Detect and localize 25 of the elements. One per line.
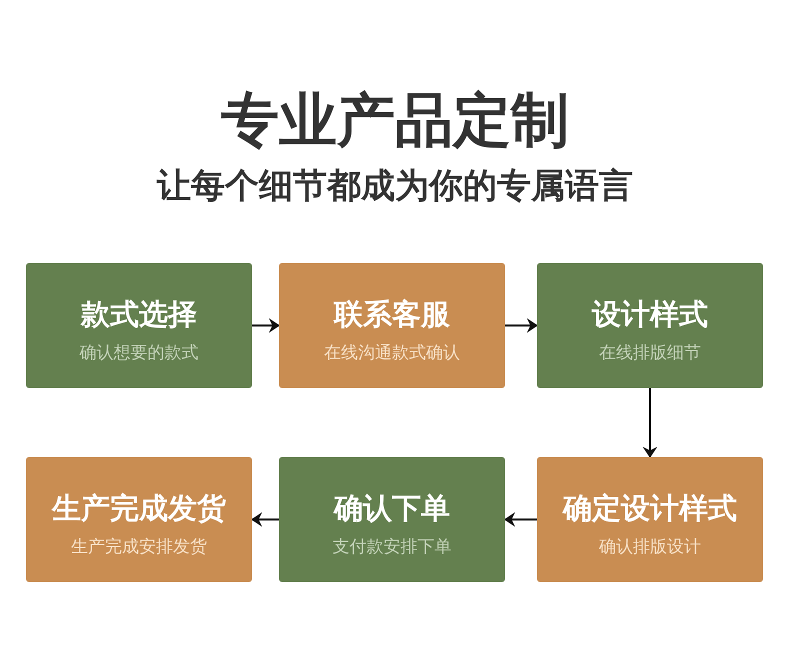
step-title: 生产完成发货: [50, 490, 227, 527]
step-title: 联系客服: [332, 296, 451, 333]
step-box: [279, 263, 505, 388]
step-description: 在线排版细节: [598, 342, 702, 365]
chevron-arrow: [505, 319, 538, 332]
chevron-arrow: [504, 513, 537, 526]
chevron-arrow: [252, 319, 280, 332]
step-title: 确定设计样式: [561, 490, 738, 527]
step-description: 确认排版设计: [598, 536, 702, 559]
step-description: 生产完成安排发货: [70, 536, 208, 559]
step-box: [26, 263, 252, 388]
chevron-arrow: [644, 388, 656, 458]
step-box: [537, 263, 763, 388]
subtitle: 让每个细节都成为你的专属语言: [156, 165, 634, 208]
step-title: 设计样式: [590, 296, 709, 333]
title: 专业产品定制: [220, 85, 570, 156]
step-description: 确认想要的款式: [78, 342, 200, 365]
step-description: 支付款安排下单: [332, 536, 452, 559]
step-box: [537, 457, 763, 582]
step-box: [26, 457, 252, 582]
step-title: 确认下单: [332, 490, 451, 527]
step-title: 款式选择: [80, 296, 198, 333]
step-description: 在线沟通款式确认: [323, 342, 461, 365]
step-box: [279, 457, 505, 582]
chevron-arrow: [252, 513, 279, 526]
